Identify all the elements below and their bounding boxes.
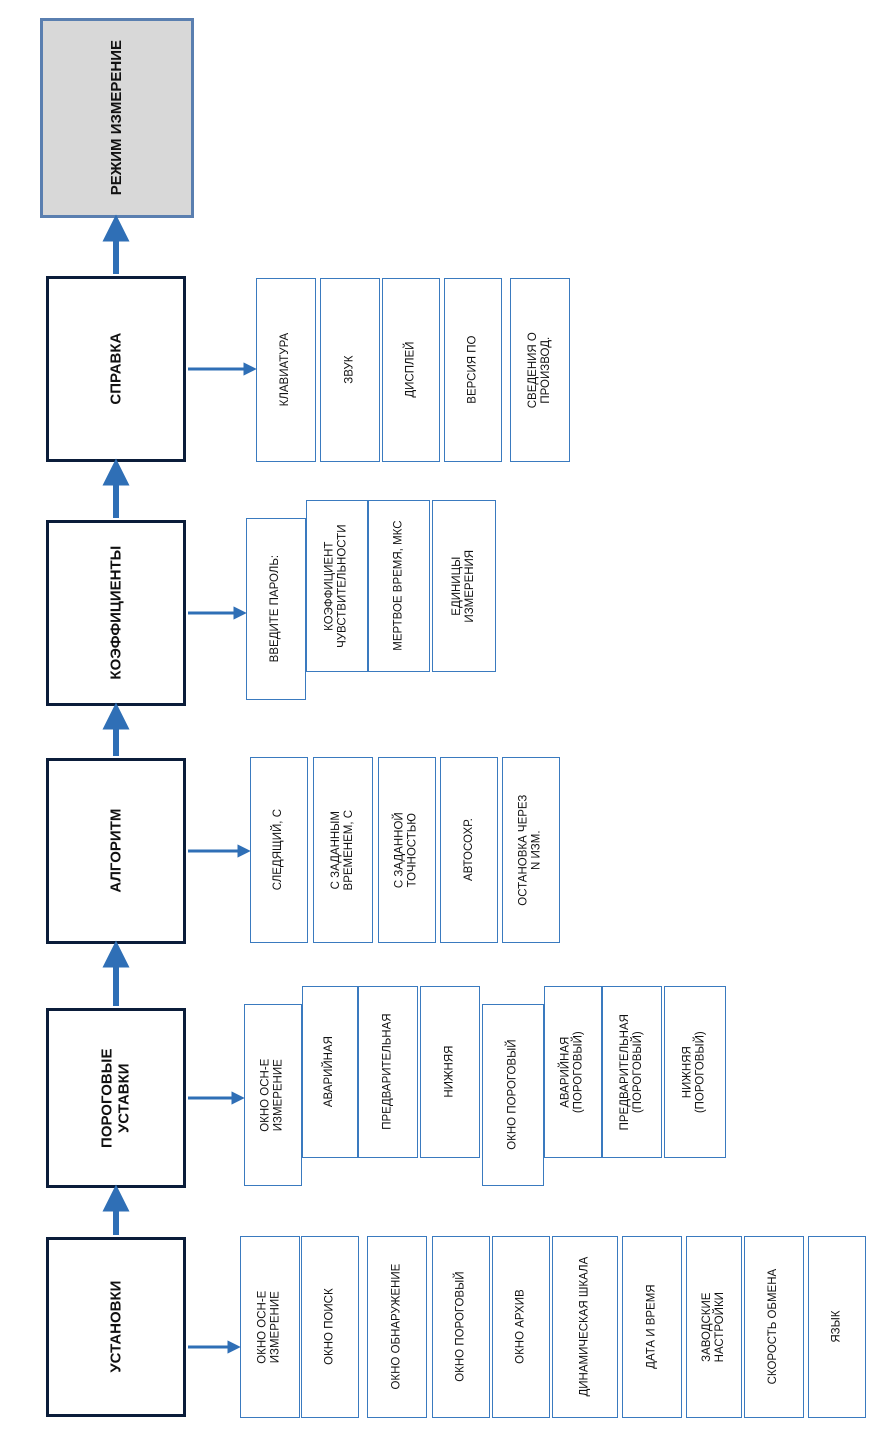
menu-koefficienty[interactable]: КОЭФФИЦИЕНТЫ — [46, 520, 186, 706]
menu-algoritm-item-4[interactable]: АВТОСОХР. — [440, 757, 498, 943]
menu-spravka-item-4-label: ВЕРСИЯ ПО — [466, 335, 479, 405]
menu-porogovye-item-8-label: НИЖНЯЯ(ПОРОГОВЫЙ) — [681, 1031, 708, 1113]
menu-spravka-item-3[interactable]: ДИСПЛЕЙ — [382, 278, 440, 462]
menu-ustanovki-item-2[interactable]: ОКНО ПОИСК — [301, 1236, 359, 1418]
menu-porogovye-item-8[interactable]: НИЖНЯЯ(ПОРОГОВЫЙ) — [664, 986, 726, 1158]
menu-spravka-item-3-label: ДИСПЛЕЙ — [404, 341, 417, 399]
menu-algoritm-item-1[interactable]: СЛЕДЯЩИЙ, С — [250, 757, 308, 943]
menu-spravka-item-2[interactable]: ЗВУК — [320, 278, 380, 462]
menu-porogovye-item-4[interactable]: НИЖНЯЯ — [420, 986, 480, 1158]
menu-koefficienty-label: КОЭФФИЦИЕНТЫ — [107, 546, 125, 680]
menu-porogovye-item-2[interactable]: АВАРИЙНАЯ — [302, 986, 358, 1158]
menu-ustanovki-item-5[interactable]: ОКНО АРХИВ — [492, 1236, 550, 1418]
menu-algoritm-item-1-label: СЛЕДЯЩИЙ, С — [272, 809, 285, 891]
menu-ustanovki-item-10[interactable]: ЯЗЫК — [808, 1236, 866, 1418]
menu-koefficienty-item-3[interactable]: МЕРТВОЕ ВРЕМЯ, МКС — [368, 500, 430, 672]
menu-ustanovki[interactable]: УСТАНОВКИ — [46, 1237, 186, 1417]
menu-spravka-label: СПРАВКА — [107, 333, 125, 405]
menu-ustanovki-item-3[interactable]: ОКНО ОБНАРУЖЕНИЕ — [367, 1236, 427, 1418]
menu-ustanovki-item-7[interactable]: ДАТА И ВРЕМЯ — [622, 1236, 682, 1418]
menu-porogovye-item-6-label: АВАРИЙНАЯ(ПОРОГОВЫЙ) — [559, 1031, 586, 1113]
menu-ustanovki-item-6[interactable]: ДИНАМИЧЕСКАЯ ШКАЛА — [552, 1236, 618, 1418]
menu-ustanovki-label: УСТАНОВКИ — [107, 1280, 125, 1374]
menu-ustanovki-item-5-label: ОКНО АРХИВ — [514, 1289, 527, 1365]
menu-rezhim-label: РЕЖИМ ИЗМЕРЕНИЕ — [108, 40, 126, 196]
menu-algoritm-label: АЛГОРИТМ — [107, 809, 125, 893]
menu-ustanovki-item-4-label: ОКНО ПОРОГОВЫЙ — [454, 1271, 467, 1383]
menu-rezhim[interactable]: РЕЖИМ ИЗМЕРЕНИЕ — [40, 18, 194, 218]
menu-spravka-item-2-label: ЗВУК — [343, 355, 356, 385]
menu-koefficienty-item-1-label: ВВЕДИТЕ ПАРОЛЬ: — [269, 555, 282, 663]
menu-ustanovki-item-2-label: ОКНО ПОИСК — [323, 1288, 336, 1366]
menu-spravka-item-1[interactable]: КЛАВИАТУРА — [256, 278, 316, 462]
menu-porogovye-item-2-label: АВАРИЙНАЯ — [323, 1036, 336, 1108]
menu-porogovye-item-7-label: ПРЕДВАРИТЕЛЬНАЯ(ПОРОГОВЫЙ) — [618, 1013, 645, 1131]
menu-ustanovki-item-9-label: СКОРОСТЬ ОБМЕНА — [767, 1269, 780, 1385]
menu-algoritm[interactable]: АЛГОРИТМ — [46, 758, 186, 944]
menu-porogovye-item-3[interactable]: ПРЕДВАРИТЕЛЬНАЯ — [358, 986, 418, 1158]
menu-koefficienty-item-1[interactable]: ВВЕДИТЕ ПАРОЛЬ: — [246, 518, 306, 700]
menu-ustanovki-item-9[interactable]: СКОРОСТЬ ОБМЕНА — [744, 1236, 804, 1418]
menu-ustanovki-item-6-label: ДИНАМИЧЕСКАЯ ШКАЛА — [578, 1257, 591, 1397]
menu-porogovye-item-4-label: НИЖНЯЯ — [443, 1045, 456, 1099]
menu-spravka-item-4[interactable]: ВЕРСИЯ ПО — [444, 278, 502, 462]
menu-porogovye-item-5[interactable]: ОКНО ПОРОГОВЫЙ — [482, 1004, 544, 1186]
menu-koefficienty-item-3-label: МЕРТВОЕ ВРЕМЯ, МКС — [392, 520, 405, 652]
menu-ustanovki-item-3-label: ОКНО ОБНАРУЖЕНИЕ — [390, 1264, 403, 1390]
menu-ustanovki-item-4[interactable]: ОКНО ПОРОГОВЫЙ — [432, 1236, 490, 1418]
menu-spravka[interactable]: СПРАВКА — [46, 276, 186, 462]
menu-porogovye-item-7[interactable]: ПРЕДВАРИТЕЛЬНАЯ(ПОРОГОВЫЙ) — [602, 986, 662, 1158]
menu-porogovye-item-3-label: ПРЕДВАРИТЕЛЬНАЯ — [381, 1013, 394, 1131]
menu-ustanovki-item-10-label: ЯЗЫК — [830, 1310, 843, 1344]
menu-porogovye-item-6[interactable]: АВАРИЙНАЯ(ПОРОГОВЫЙ) — [544, 986, 602, 1158]
menu-algoritm-item-4-label: АВТОСОХР. — [462, 818, 475, 882]
menu-ustanovki-item-7-label: ДАТА И ВРЕМЯ — [645, 1284, 658, 1370]
menu-porogovye-item-5-label: ОКНО ПОРОГОВЫЙ — [506, 1039, 519, 1151]
menu-spravka-item-1-label: КЛАВИАТУРА — [279, 333, 292, 407]
